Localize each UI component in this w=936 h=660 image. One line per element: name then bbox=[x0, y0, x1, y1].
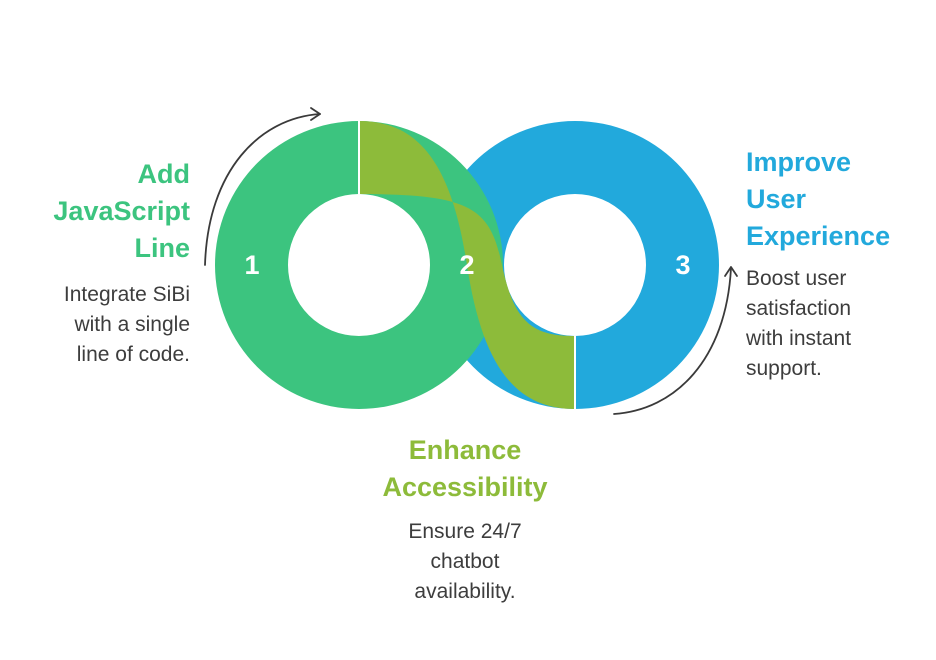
step1-title-line: Line bbox=[134, 233, 190, 263]
step-number-1: 1 bbox=[244, 250, 259, 280]
step2-desc-line: Ensure 24/7 bbox=[408, 520, 522, 543]
step3-title-line: User bbox=[746, 184, 807, 214]
connector-step2 bbox=[359, 121, 575, 409]
step2-description: Ensure 24/7 chatbot availability. bbox=[340, 517, 590, 607]
step3-title-line: Experience bbox=[746, 221, 891, 251]
step-number-3: 3 bbox=[675, 250, 690, 280]
step1-title-line: JavaScript bbox=[53, 196, 190, 226]
step1-description: Integrate SiBi with a single line of cod… bbox=[64, 280, 190, 370]
step2-desc-line: chatbot bbox=[430, 550, 500, 573]
step2-title-line: Enhance bbox=[408, 435, 522, 465]
arrowhead-right-icon bbox=[724, 266, 738, 277]
step1-title: Add JavaScript Line bbox=[53, 156, 190, 267]
step2-title-line: Accessibility bbox=[382, 472, 548, 502]
step3-title: Improve User Experience bbox=[746, 144, 890, 255]
step1-title-line: Add bbox=[137, 159, 190, 189]
arrow-right-icon bbox=[613, 267, 732, 415]
step2-title: Enhance Accessibility bbox=[340, 432, 590, 506]
step3-desc-line: with instant bbox=[746, 327, 852, 350]
step1-desc-line: with a single bbox=[74, 313, 190, 336]
step3-desc-line: satisfaction bbox=[746, 297, 852, 320]
arrow-left-icon bbox=[204, 113, 321, 266]
step-number-2: 2 bbox=[459, 250, 474, 280]
arrowhead-left-icon bbox=[310, 107, 321, 121]
step2-desc-line: availability. bbox=[414, 580, 516, 603]
step1-desc-line: Integrate SiBi bbox=[63, 283, 190, 306]
step1-desc-line: line of code. bbox=[76, 343, 190, 366]
step3-description: Boost user satisfaction with instant sup… bbox=[746, 264, 851, 384]
step3-title-line: Improve bbox=[746, 147, 852, 177]
step3-desc-line: support. bbox=[746, 357, 822, 380]
step3-desc-line: Boost user bbox=[746, 267, 847, 290]
